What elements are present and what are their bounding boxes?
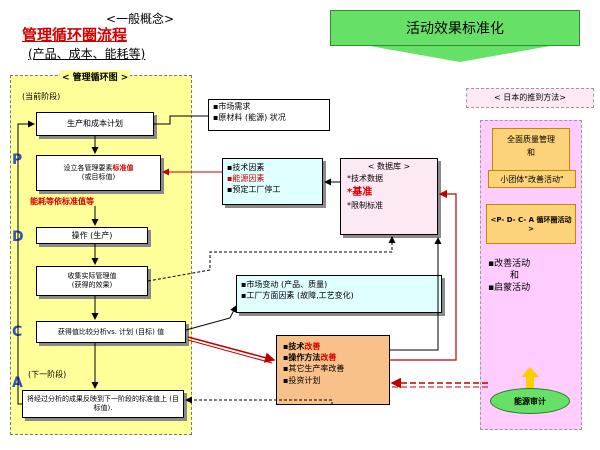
factor-shutdown: ▪预定工厂停工: [227, 184, 281, 194]
collect-sub-text: (获得的效果): [71, 281, 113, 289]
pdca-letter-c: C: [12, 324, 23, 340]
flow-feedback-loop: [17, 120, 35, 405]
improvement-box: ▪技术改善 ▪操作方法改善 ▪其它生产率改善 ▪投资计划: [276, 335, 390, 405]
energy-audit-oval: 能源审计: [490, 388, 570, 414]
next-stage-label: (下一阶段): [28, 370, 67, 379]
database-box: < 数据库 > *技术数据 *基准 *限制标准: [340, 158, 438, 235]
tqm-and: 和: [527, 147, 535, 157]
banner-down-arrow: [370, 46, 550, 62]
link-market-to-plan: [154, 115, 208, 125]
compare-box: 获得值比较分析vs. 计划 (目标) 值: [36, 321, 186, 343]
improvement-investment: ▪投资计划: [283, 375, 321, 385]
feedback-text: 将经过分析的成果反映到下一阶段的标准值上 (目标值).: [27, 395, 179, 412]
compare-text: 获得值比较分析vs. 计划 (目标) 值: [57, 327, 165, 336]
collect-text: 收集实际管理值: [67, 272, 117, 281]
small-group-box: 小团体"改善活动": [488, 170, 576, 188]
link-improvement-red-loop: [390, 189, 457, 361]
link-improvement-to-database: [390, 237, 442, 351]
operation-box: 操作 (生产): [36, 227, 148, 244]
database-limits: *限制标准: [347, 201, 383, 210]
pdca-letter-a: A: [12, 375, 23, 391]
market-demand-box: ▪市场需求 ▪原材料 (能源) 状况: [208, 99, 330, 131]
audit-up-arrow-head: [521, 367, 539, 377]
database-baseline: *基准: [347, 187, 373, 198]
feedback-box: 将经过分析的成果反映到下一阶段的标准值上 (目标值).: [22, 390, 184, 418]
factors-box: ▪技术因素 ▪能源因素 ▪预定工厂停工: [222, 158, 323, 205]
market-change-item: ▪市场变动 (产品、质量): [241, 280, 328, 289]
factor-technical: ▪技术因素: [227, 163, 265, 172]
link-compare-to-change: [185, 305, 237, 331]
japan-panel: [466, 88, 594, 108]
activities-and: 和: [510, 271, 520, 282]
link-improvement-to-feedback: [185, 396, 333, 405]
market-change-box: ▪市场变动 (产品、质量) ▪工厂方面因素 (故障,工艺变化): [236, 275, 442, 313]
factor-energy: ▪能源因素: [227, 173, 265, 183]
operation-text: 操作 (生产): [71, 230, 113, 240]
collect-values-box: 收集实际管理值 (获得的效果): [36, 266, 148, 296]
management-cycle-title: < 管理循环图 >: [60, 70, 131, 83]
japan-panel-title: < 日本的推到方法>: [494, 93, 566, 102]
page-title: 管理循环圈流程: [22, 26, 128, 44]
link-collect-to-database: [147, 236, 396, 282]
tqm-text: 全面质量管理: [507, 135, 555, 144]
activities-list: ▪改善活动 和 ▪启蒙活动: [488, 258, 578, 294]
production-plan-box: 生产和成本计划: [36, 112, 154, 136]
header-concept-label: <一般概念>: [106, 12, 175, 26]
link-compare-to-improvement: [187, 336, 276, 363]
audit-up-arrow-shaft: [526, 376, 534, 388]
database-title: < 数据库 >: [367, 162, 411, 171]
set-targets-prefix: 设立各管理要素: [63, 164, 113, 173]
improvement-operation: ▪操作方法改善: [283, 353, 337, 363]
pdca-cycle-box: <P- D- C- A 循环圈活动>: [486, 204, 576, 244]
database-tech-data: *技术数据: [347, 174, 383, 183]
improvement-productivity: ▪其它生产率改善: [283, 364, 345, 374]
market-demand-item: ▪市场需求: [213, 102, 251, 111]
set-targets-box: 设立各管理要素标准值 (或目标值): [36, 155, 161, 191]
raw-material-item: ▪原材料 (能源) 状况: [213, 112, 286, 122]
energy-standard-label: 能耗等依标准值等: [30, 197, 94, 206]
set-targets-suffix: (或目标值): [81, 173, 116, 181]
improvement-technical: ▪技术改善: [283, 342, 321, 351]
standardization-banner: 活动效果标准化: [330, 10, 580, 46]
kaizen-activity: ▪改善活动: [488, 259, 531, 269]
pdca-letter-p: P: [12, 152, 23, 168]
set-targets-highlight: 标准值: [112, 164, 134, 173]
current-stage-label: (当前阶段): [22, 92, 61, 101]
enlighten-activity: ▪启蒙活动: [488, 283, 531, 294]
page-subtitle: (产品、成本、能耗等): [28, 47, 146, 61]
production-plan-text: 生产和成本计划: [67, 119, 123, 128]
plant-factors-item: ▪工厂方面因素 (故障,工艺变化): [241, 290, 354, 300]
